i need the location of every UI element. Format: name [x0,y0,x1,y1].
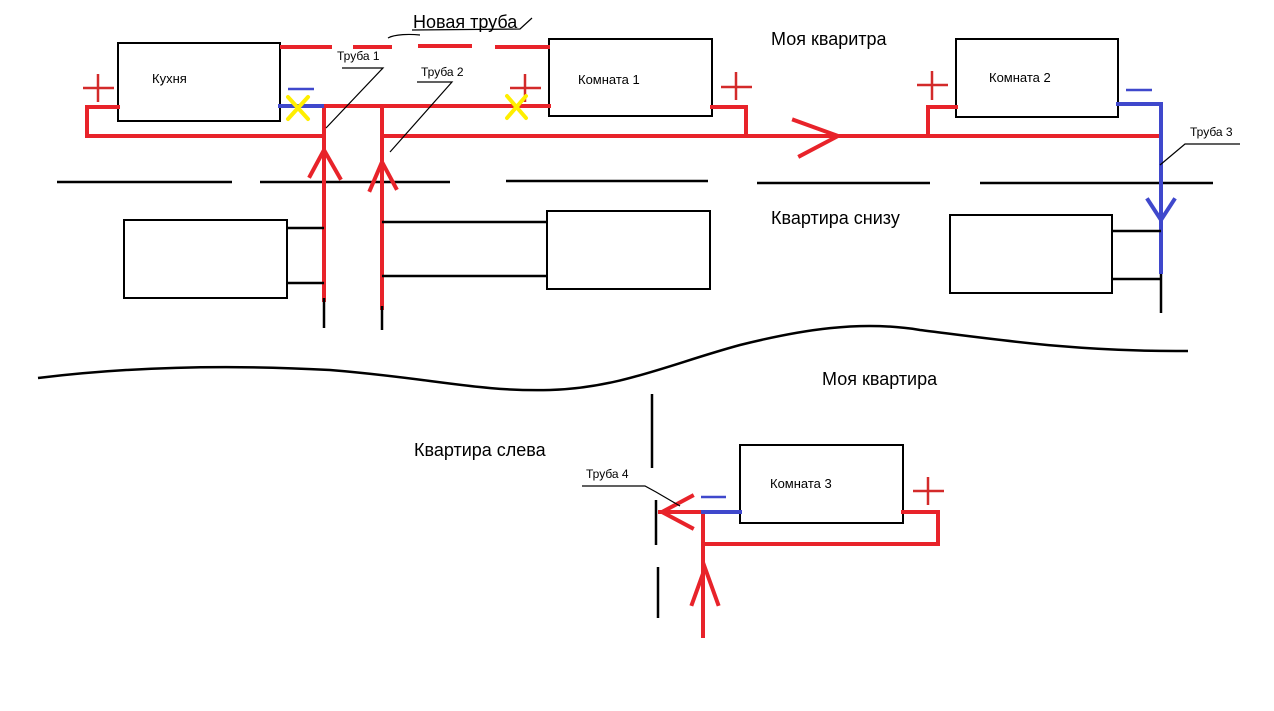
radiator-room1 [548,38,713,117]
my-apartment-title: Моя кваритра [771,29,888,49]
room3-label: Комната 3 [770,476,832,491]
pipe4-label: Труба 4 [586,467,629,481]
room1-label: Комната 1 [578,72,640,87]
plus-icon [917,71,948,100]
wavy-separator [37,324,1189,392]
pipe2-label: Труба 2 [421,65,464,79]
radiator-below-right [949,214,1113,294]
my-apartment-bottom-title: Моя квартира [822,369,938,389]
wall-line-left [650,394,660,618]
plus-icon [721,72,752,100]
leader-lines [325,17,1240,507]
supply-pipes-bottom [657,493,940,638]
apartment-left-title: Квартира слева [414,440,547,460]
below-pipes [287,220,1163,330]
radiator-room2 [955,38,1119,118]
plus-icon [913,477,944,505]
kitchen-label: Кухня [152,71,187,86]
pipe1-label: Труба 1 [337,49,380,63]
pipe3-label: Труба 3 [1190,125,1233,139]
radiator-room3 [739,444,904,524]
radiator-below-middle [546,210,711,290]
plus-icon [83,74,114,102]
radiator-below-left [123,219,288,299]
supply-pipes-top [85,44,1162,310]
new-pipe-label: Новая труба [413,12,518,32]
flow-arrows-top [307,117,843,193]
apartment-below-title: Квартира снизу [771,208,900,228]
floor-line [57,179,1213,185]
removed-mark-icon [286,95,310,121]
radiator-kitchen [117,42,281,122]
room2-label: Комната 2 [989,70,1051,85]
removed-mark-icon [505,94,528,120]
